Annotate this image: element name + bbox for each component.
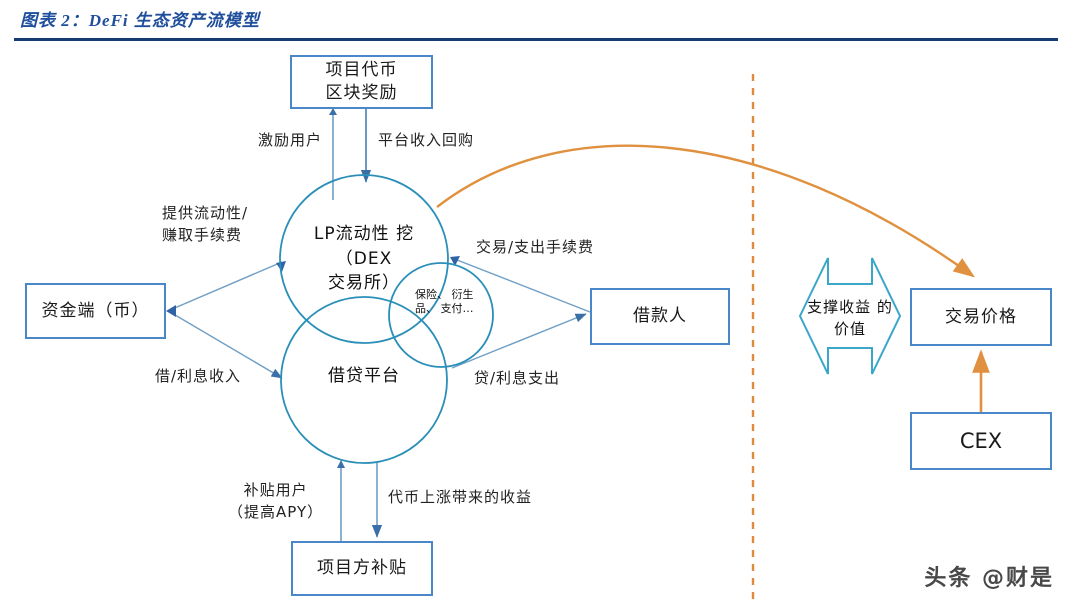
arrowhead-into-capital-box: [166, 305, 176, 317]
box-token-reward[interactable]: 项目代币 区块奖励: [290, 55, 433, 109]
arrowhead-subsidy-up: [337, 460, 345, 468]
circle-lending-platform: [280, 296, 448, 464]
page-title: 图表 2：DeFi 生态资产流模型: [20, 11, 260, 30]
box-cex[interactable]: CEX: [910, 412, 1052, 470]
box-cex-label: CEX: [959, 428, 1003, 453]
double-arrow-support-yield: [798, 257, 902, 375]
box-project-subsidy[interactable]: 项目方补贴: [291, 541, 433, 596]
arrowhead-into-dex-right: [450, 256, 460, 266]
box-project-subsidy-label: 项目方补贴: [317, 558, 407, 579]
connector-interest-income: [169, 311, 283, 379]
connector-provide-liquidity: [169, 261, 283, 311]
header-divider-rule: [14, 38, 1058, 41]
curve-arrow-to-trade-price: [436, 144, 975, 278]
box-capital-side[interactable]: 资金端（币）: [25, 283, 166, 339]
circle-other-services: [388, 262, 494, 368]
watermark-label: 头条 @财是: [924, 566, 1054, 591]
box-borrower-label: 借款人: [633, 306, 687, 327]
box-capital-side-label: 资金端（币）: [41, 300, 150, 321]
box-token-reward-line2: 区块奖励: [325, 83, 398, 103]
connector-trade-fee-out: [451, 257, 591, 313]
box-trade-price[interactable]: 交易价格: [910, 288, 1052, 346]
box-borrower[interactable]: 借款人: [590, 288, 730, 345]
box-token-reward-line1: 项目代币: [325, 60, 398, 81]
connector-loan-interest-expense: [451, 313, 587, 369]
circle-dex-liquidity: [279, 174, 449, 344]
arrowhead-incentive-up: [329, 108, 337, 115]
box-trade-price-label: 交易价格: [945, 306, 1017, 327]
